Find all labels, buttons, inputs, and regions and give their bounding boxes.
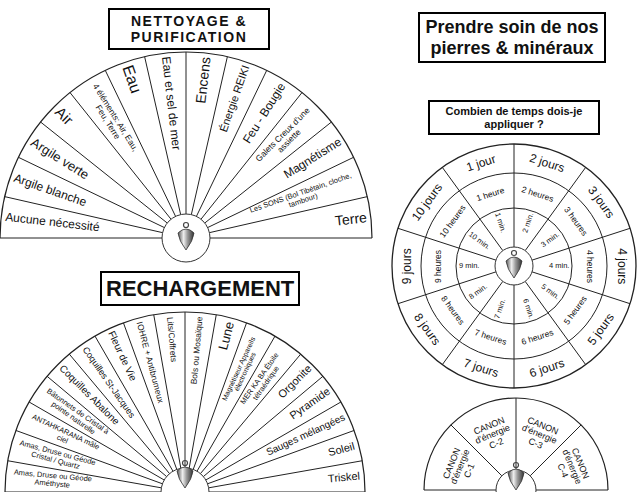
sector-line bbox=[442, 281, 503, 364]
sector-line bbox=[186, 52, 187, 214]
sector-label: CANON d'énergie C-4 bbox=[550, 441, 594, 492]
sector-label: 7 min. bbox=[493, 298, 507, 320]
sector-label: 1 min. bbox=[493, 212, 507, 234]
sector-label: 1 heure bbox=[475, 185, 505, 202]
sector-label: Lune bbox=[216, 320, 237, 351]
sector-label: Aucune nécessité bbox=[4, 211, 100, 234]
pendulum-hub bbox=[496, 470, 536, 492]
sector-label: 6 jours bbox=[528, 356, 566, 379]
sector-line bbox=[525, 281, 586, 364]
sector-line bbox=[197, 336, 275, 471]
title-text: RECHARGEMENT bbox=[106, 276, 294, 301]
sector-label: Bols ou Mosaïque bbox=[190, 316, 205, 385]
sector-label: Amas, Druse ou Géode Améthyste bbox=[9, 469, 95, 492]
sector-label: 5 heures bbox=[562, 294, 589, 326]
sector-label: 4 min. bbox=[549, 262, 569, 270]
title-box: Combien de temps dois-je appliquer ? bbox=[428, 100, 600, 135]
title-box: Prendre soin de nos pierres & minéraux bbox=[418, 12, 606, 63]
sector-line bbox=[442, 167, 503, 250]
pendulum bbox=[506, 257, 522, 278]
sector-label: 6 heures bbox=[520, 328, 554, 347]
sector-line bbox=[29, 402, 164, 480]
sector-label: 10 min. bbox=[467, 231, 492, 252]
pendulum-hub bbox=[162, 214, 210, 262]
sector-label: Énergie REIKI bbox=[217, 64, 251, 134]
sector-label: 9 jours bbox=[400, 248, 413, 284]
title-text: NETTOYAGE & PURIFICATION bbox=[114, 13, 264, 45]
sector-label: 1 jour bbox=[465, 153, 497, 174]
sector-label: 2 min. bbox=[521, 212, 535, 234]
sector-label: 4 heures bbox=[585, 249, 594, 282]
sector-label: 4 jours bbox=[615, 248, 628, 284]
sector-line bbox=[516, 398, 517, 470]
sector-label: 10 heures bbox=[438, 204, 467, 240]
sector-label: CANON d'énergie C-3 bbox=[512, 413, 565, 457]
sector-line bbox=[210, 238, 372, 239]
sector-label: 5 min. bbox=[540, 283, 561, 301]
pendulum-ring bbox=[514, 463, 519, 468]
recharge-fan bbox=[5, 312, 365, 492]
sector-label: CANON d'énergie C-2 bbox=[466, 413, 519, 457]
title-box: RECHARGEMENT bbox=[100, 271, 300, 306]
pendulum-ring bbox=[183, 461, 188, 466]
time-ring bbox=[392, 144, 636, 388]
title-text: Combien de temps dois-je appliquer ? bbox=[434, 105, 594, 130]
pendulum-ring bbox=[512, 251, 517, 256]
sector-label: 8 min. bbox=[467, 283, 488, 301]
sector-line bbox=[536, 490, 608, 491]
sector-label: Encens bbox=[194, 56, 214, 104]
cleaning-fan bbox=[0, 52, 372, 238]
pendulum bbox=[177, 467, 193, 488]
sector-label: Argile verte bbox=[28, 135, 91, 182]
sector-line bbox=[525, 167, 586, 250]
pendulum-hub bbox=[495, 247, 533, 285]
sector-label: Lits/Coffrets bbox=[165, 316, 178, 362]
pendulum bbox=[508, 469, 524, 490]
sector-label: 9 min. bbox=[459, 262, 479, 270]
sector-label: CANON d'énergie C-1 bbox=[439, 441, 483, 492]
sector-line bbox=[514, 144, 515, 247]
sector-label: 3 heures bbox=[562, 206, 589, 238]
sector-line bbox=[0, 238, 162, 239]
sector-label: Eau bbox=[118, 63, 143, 95]
sector-label: Triskel bbox=[328, 471, 361, 485]
sector-label: Pyramide bbox=[288, 386, 333, 422]
sector-line bbox=[514, 285, 515, 388]
sector-label: 9 heures bbox=[434, 249, 443, 282]
sector-label: Eau et sel de mer bbox=[159, 56, 182, 151]
sector-label: 5 jours bbox=[585, 311, 616, 348]
sector-line bbox=[185, 312, 186, 468]
sector-label: 7 jours bbox=[462, 356, 500, 379]
sector-label: Terre bbox=[334, 210, 367, 228]
sector-label: 8 jours bbox=[411, 311, 442, 348]
sector-label: Air bbox=[52, 103, 76, 127]
sector-line bbox=[191, 57, 227, 215]
sector-label: 7 heures bbox=[474, 328, 508, 347]
sector-label: 3 min. bbox=[540, 230, 561, 248]
sector-line bbox=[209, 461, 363, 488]
sector-label: 2 heures bbox=[520, 185, 554, 204]
sector-label: 2 jours bbox=[528, 152, 566, 175]
sector-label: 3 jours bbox=[585, 184, 616, 221]
sector-label: Fleur de Vie bbox=[106, 330, 138, 383]
pendulum-hub bbox=[161, 468, 209, 492]
title-text: Prendre soin de nos pierres & minéraux bbox=[424, 17, 600, 58]
sector-label: 10 jours bbox=[409, 182, 444, 224]
sector-label: Orgonite bbox=[276, 363, 314, 401]
sector-label: 8 heures bbox=[440, 294, 467, 326]
title-box: NETTOYAGE & PURIFICATION bbox=[108, 8, 270, 50]
sector-label: IOHRE + Antibrumeux bbox=[135, 321, 165, 404]
pendulum-ring bbox=[184, 223, 189, 228]
sector-line bbox=[41, 122, 168, 223]
sector-line bbox=[424, 490, 496, 491]
pendulum bbox=[178, 229, 194, 250]
sector-label: Soleil bbox=[327, 441, 356, 459]
sector-label: 6 min. bbox=[521, 298, 535, 320]
